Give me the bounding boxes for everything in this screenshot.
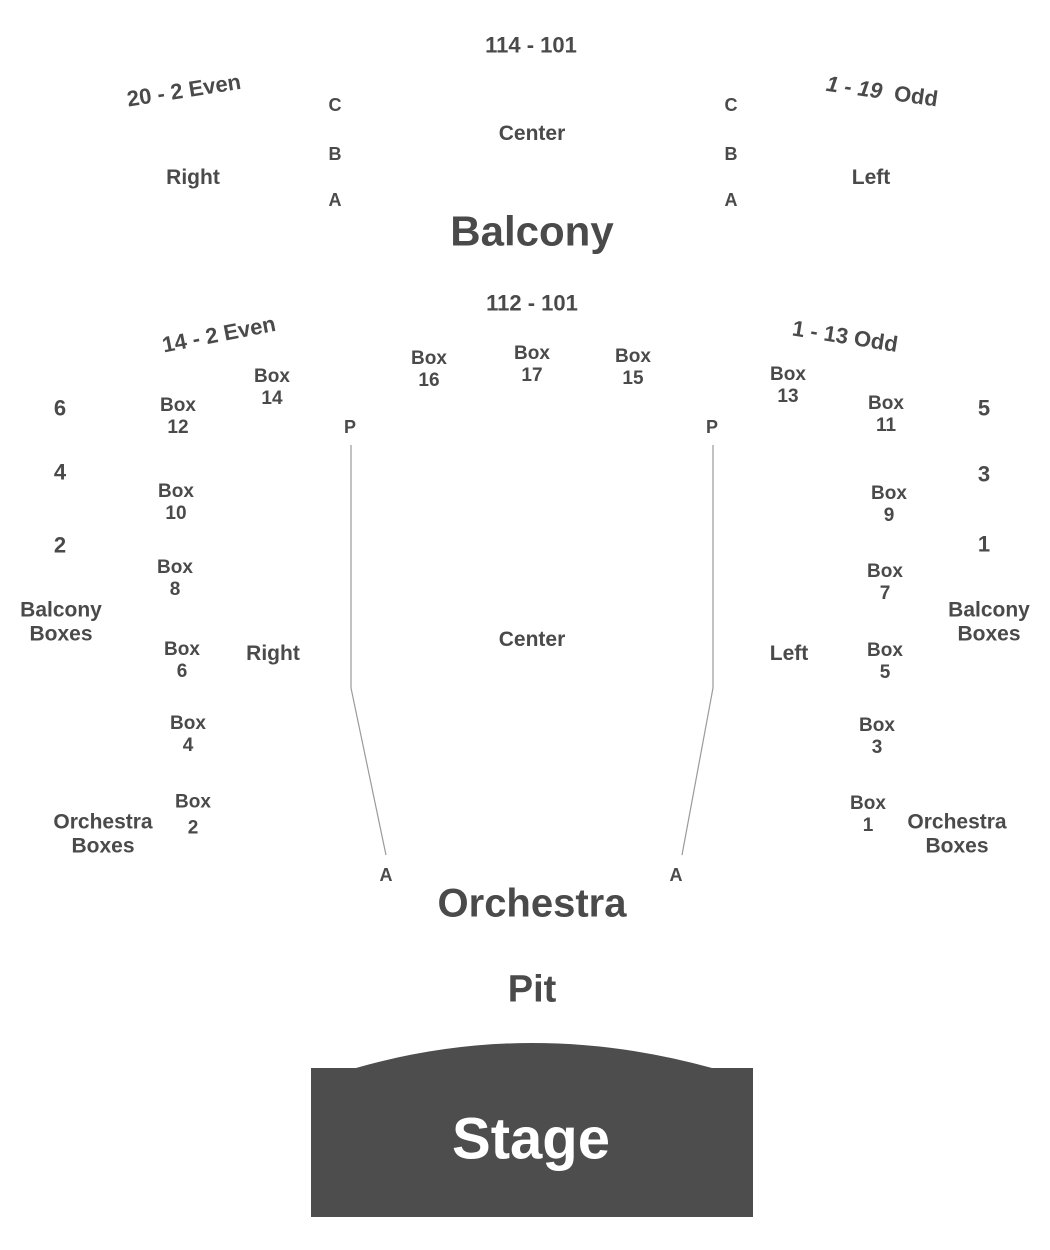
balcony-left-row-c[interactable]: C bbox=[724, 94, 738, 115]
box-label-part: Box bbox=[868, 393, 904, 415]
balcony-box-6[interactable]: 6 bbox=[53, 395, 67, 421]
box-label-part: 12 bbox=[167, 417, 189, 438]
box-label-part: 4 bbox=[182, 735, 194, 756]
orchestra-left-row-a[interactable]: A bbox=[669, 864, 683, 885]
balcony-box-5[interactable]: 5 bbox=[977, 395, 991, 421]
box-label-part: 1 bbox=[862, 815, 874, 836]
box-label-part: Box bbox=[867, 561, 903, 583]
box-label-part: 9 bbox=[883, 505, 895, 526]
balcony-left-section[interactable]: Left bbox=[851, 166, 891, 190]
balcony-box-3[interactable]: 3 bbox=[977, 461, 991, 487]
box-label-part: Box bbox=[615, 346, 651, 368]
box-label-part: 10 bbox=[165, 503, 187, 524]
section-label-line: Boxes bbox=[29, 622, 93, 645]
orchestra-right-section[interactable]: Right bbox=[246, 642, 300, 666]
box-label-part: 8 bbox=[169, 579, 181, 600]
section-label-line: Balcony bbox=[20, 598, 102, 622]
stage-label: Stage bbox=[452, 1106, 610, 1172]
section-label-line: Boxes bbox=[71, 834, 135, 857]
box-label-part: 17 bbox=[521, 365, 543, 386]
box-label-part: 11 bbox=[875, 415, 897, 436]
balcony-left-row-b[interactable]: B bbox=[724, 143, 738, 164]
orchestra-right-row-p[interactable]: P bbox=[343, 416, 357, 437]
section-label-line: Orchestra bbox=[907, 810, 1007, 834]
section-label-line: Boxes bbox=[925, 834, 989, 857]
stage-shape[interactable] bbox=[311, 1043, 753, 1217]
box-2[interactable]: Box 2 bbox=[175, 789, 211, 840]
balcony-title: Balcony bbox=[450, 207, 614, 255]
box-label-part: Box bbox=[850, 793, 886, 815]
balcony-left-row-a[interactable]: A bbox=[724, 189, 738, 210]
box-label-part: 6 bbox=[176, 661, 188, 682]
box-label-part: Box bbox=[160, 395, 196, 417]
box-label-part: Box bbox=[158, 481, 194, 503]
orchestra-left-section[interactable]: Left bbox=[769, 642, 809, 666]
box-label-part: Box bbox=[411, 348, 447, 370]
balcony-center-section[interactable]: Center bbox=[498, 122, 566, 146]
box-label-part: Box bbox=[157, 557, 193, 579]
balcony-box-2[interactable]: 2 bbox=[53, 532, 67, 558]
box-label-part: Box bbox=[871, 483, 907, 505]
orchestra-center-section[interactable]: Center bbox=[498, 628, 566, 652]
box-label-part: 14 bbox=[261, 388, 283, 409]
box-label-part: Box bbox=[175, 791, 211, 813]
box-label-part: 7 bbox=[879, 583, 891, 604]
left-aisle-line bbox=[350, 445, 387, 856]
box-label-part: Box bbox=[770, 364, 806, 386]
section-label-line: Balcony bbox=[948, 598, 1030, 622]
box-label-part: 15 bbox=[622, 368, 644, 389]
balcony-left-seat-range-word: Odd bbox=[892, 80, 940, 112]
right-aisle-line bbox=[681, 445, 714, 856]
orchestra-center-seat-range: 112 - 101 bbox=[486, 290, 578, 316]
orchestra-title: Orchestra bbox=[437, 881, 627, 926]
box-label-part: 3 bbox=[871, 737, 883, 758]
balcony-right-row-b[interactable]: B bbox=[328, 143, 342, 164]
box-label-part: 2 bbox=[187, 817, 199, 838]
box-label-part: Box bbox=[514, 343, 550, 365]
box-label-part: 16 bbox=[418, 370, 440, 391]
box-label-part: Box bbox=[867, 640, 903, 662]
box-label-part: 13 bbox=[777, 386, 799, 407]
balcony-right-row-a[interactable]: A bbox=[328, 189, 342, 210]
balcony-box-4[interactable]: 4 bbox=[53, 459, 67, 485]
box-label-part: 5 bbox=[879, 662, 891, 683]
balcony-box-1[interactable]: 1 bbox=[977, 531, 991, 557]
section-label-line: Orchestra bbox=[53, 810, 153, 834]
balcony-center-seat-range: 114 - 101 bbox=[485, 32, 577, 58]
box-label-part: Box bbox=[859, 715, 895, 737]
balcony-right-row-c[interactable]: C bbox=[328, 94, 342, 115]
section-label-line: Boxes bbox=[957, 622, 1021, 645]
box-label-part: Box bbox=[254, 366, 290, 388]
balcony-right-section[interactable]: Right bbox=[166, 166, 220, 190]
orchestra-left-row-p[interactable]: P bbox=[705, 416, 719, 437]
pit-label[interactable]: Pit bbox=[507, 968, 557, 1011]
box-label-part: Box bbox=[170, 713, 206, 735]
orchestra-right-row-a[interactable]: A bbox=[379, 864, 393, 885]
box-label-part: Box bbox=[164, 639, 200, 661]
